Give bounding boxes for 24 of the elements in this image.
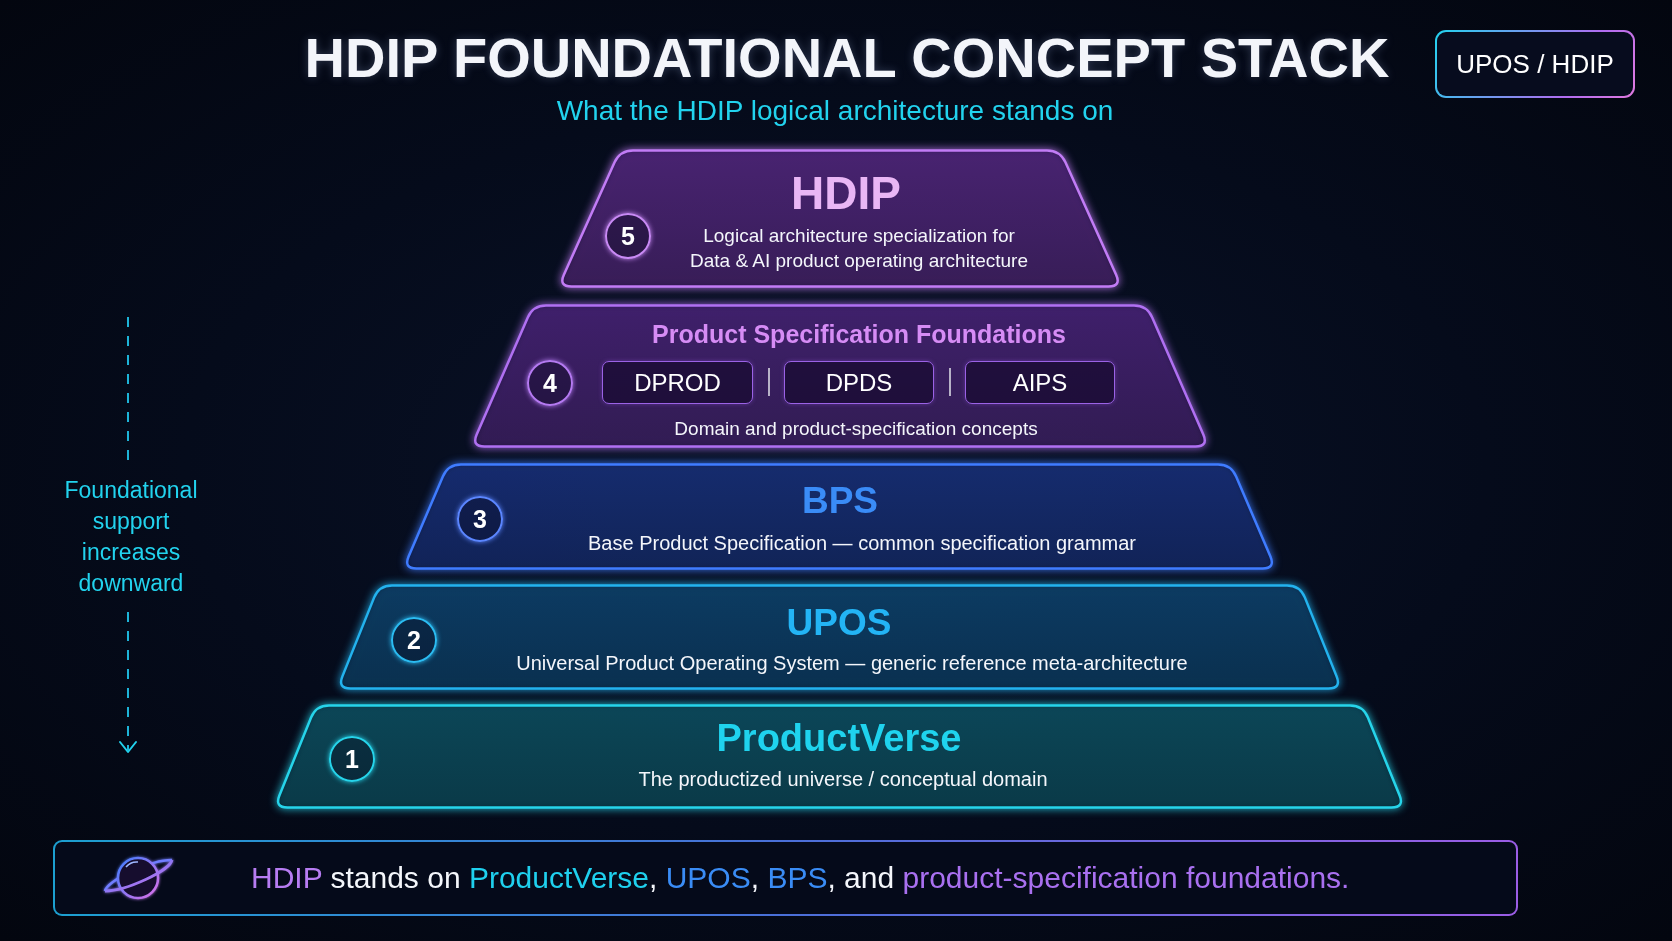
tier-description: Base Product Specification — common specification grammar (588, 530, 1136, 556)
summary-banner (53, 840, 1518, 916)
header-tag: UPOS / HDIP (1435, 30, 1635, 98)
step-number: 5 (605, 213, 651, 259)
page-title: HDIP FOUNDATIONAL CONCEPT STACK (304, 27, 1390, 89)
step-number: 1 (329, 736, 375, 782)
step-number: 2 (391, 617, 437, 663)
spec-tag: DPROD (602, 361, 753, 404)
side-note: Foundational support increases downward (63, 476, 199, 598)
tier-title: BPS (801, 479, 879, 523)
tier-description: The productized universe / conceptual domain (638, 766, 1048, 792)
spec-tag: AIPS (965, 361, 1115, 404)
tier-description: Domain and product-specification concepts (674, 416, 1038, 441)
tier-title: UPOS (786, 601, 892, 645)
tier-title: ProductVerse (716, 717, 962, 761)
step-number: 4 (527, 360, 573, 406)
subtitle: What the HDIP logical architecture stands on (556, 94, 1114, 128)
tier-description: Logical architecture specialization for Data & AI product operating architecture (689, 224, 1029, 273)
tier-title: HDIP (791, 166, 901, 220)
summary-text: HDIP stands on ProductVerse, UPOS, BPS, and product-specification foundations. (251, 861, 1350, 895)
step-number: 3 (457, 496, 503, 542)
tier-title: Product Specification Foundations (652, 319, 1066, 349)
spec-tag: DPDS (784, 361, 934, 404)
tier-description: Universal Product Operating System — generic reference meta-architecture (516, 650, 1188, 676)
